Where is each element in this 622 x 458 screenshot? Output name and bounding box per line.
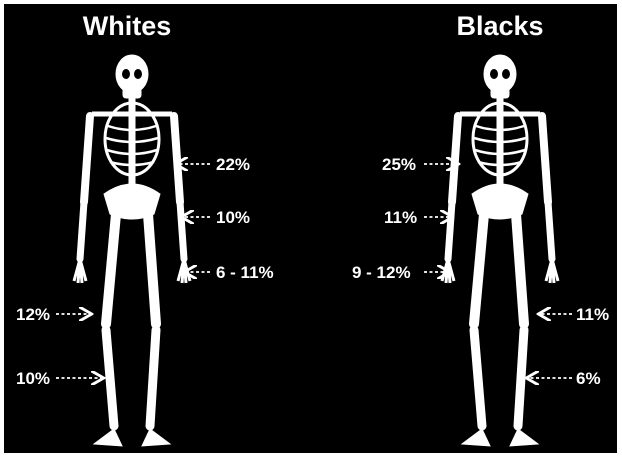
label-left-forearm: 10% — [216, 208, 250, 227]
skeleton-right — [442, 55, 558, 446]
label-right-shin: 6% — [576, 369, 601, 388]
label-right-upper-arm: 25% — [382, 155, 416, 174]
label-right-forearm: 11% — [384, 208, 417, 227]
label-right-thigh: 11% — [576, 305, 609, 324]
label-left-thigh: 12% — [16, 305, 50, 324]
label-left-hand: 6 - 11% — [216, 263, 274, 282]
label-left-shin: 10% — [16, 369, 50, 388]
skeleton-left — [74, 55, 190, 446]
label-right-hand: 9 - 12% — [352, 263, 411, 282]
label-left-upper-arm: 22% — [216, 155, 250, 174]
panel-title-left: Whites — [83, 11, 172, 41]
panel-title-right: Blacks — [456, 11, 543, 41]
